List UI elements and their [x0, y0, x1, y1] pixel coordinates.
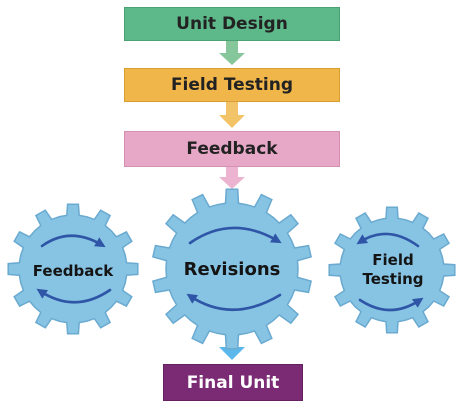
arrow-testing-to-feedback [219, 102, 245, 128]
left-gear-top-arrow [40, 234, 106, 248]
right-gear-bottom-arrow [358, 297, 424, 312]
left-gear-bottom-arrow [36, 288, 112, 304]
arrow-feedback-to-gears [219, 167, 245, 189]
final-unit-label: Final Unit [186, 372, 280, 393]
field-testing-box: Field Testing [124, 68, 340, 102]
feedback-gear [7, 203, 139, 335]
field-testing-gear-label-line1: Field [372, 251, 413, 269]
cycle-arrows [36, 226, 424, 312]
feedback-gear-label: Feedback [33, 262, 114, 280]
arrow-design-to-testing [219, 41, 245, 65]
center-gear-top-arrow [188, 226, 282, 245]
final-unit-box: Final Unit [163, 364, 303, 401]
center-gear-bottom-arrow [186, 293, 282, 311]
revisions-gear-label: Revisions [184, 259, 281, 280]
feedback-label: Feedback [186, 139, 278, 159]
right-gear-top-arrow [356, 232, 420, 248]
field-testing-label: Field Testing [170, 75, 294, 95]
unit-design-box: Unit Design [124, 7, 340, 41]
field-testing-gear-label-line2: Testing [362, 270, 423, 288]
feedback-box: Feedback [124, 131, 340, 167]
unit-design-label: Unit Design [176, 14, 288, 34]
revisions-gear [152, 188, 312, 350]
